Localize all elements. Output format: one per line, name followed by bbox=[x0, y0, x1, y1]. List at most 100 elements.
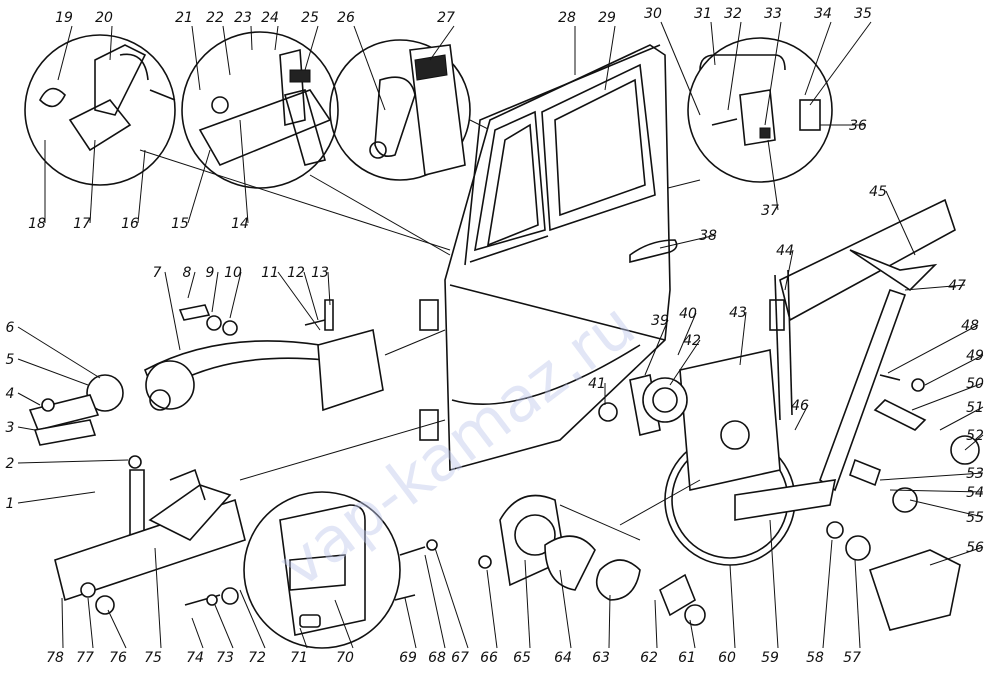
callout-number-22: 22 bbox=[206, 10, 224, 26]
callout-number-1: 1 bbox=[6, 496, 15, 512]
callout-number-18: 18 bbox=[28, 216, 46, 232]
callout-leader-15 bbox=[187, 149, 211, 224]
callout-number-71: 71 bbox=[290, 650, 308, 666]
lower-hinge bbox=[54, 455, 246, 615]
callout-leader-57 bbox=[854, 559, 861, 649]
callout-leader-78 bbox=[61, 597, 64, 649]
callout-leader-68 bbox=[424, 554, 446, 649]
callout-leader-25 bbox=[304, 25, 319, 71]
callout-number-15: 15 bbox=[171, 216, 189, 232]
callout-number-68: 68 bbox=[428, 650, 446, 666]
callout-number-74: 74 bbox=[186, 650, 204, 666]
right-bolts bbox=[826, 374, 980, 631]
callout-leader-74 bbox=[191, 617, 204, 649]
callout-leader-11 bbox=[277, 271, 321, 331]
callout-leader-54 bbox=[889, 489, 984, 493]
callout-leader-27 bbox=[429, 25, 455, 61]
callout-number-35: 35 bbox=[854, 6, 872, 22]
callout-number-26: 26 bbox=[337, 10, 355, 26]
callout-number-8: 8 bbox=[183, 265, 192, 281]
detail-circle-lock-left bbox=[24, 34, 176, 186]
callout-number-4: 4 bbox=[6, 386, 15, 402]
callout-number-63: 63 bbox=[592, 650, 610, 666]
callout-leader-38 bbox=[659, 234, 717, 249]
door-panel bbox=[419, 44, 678, 472]
callout-number-62: 62 bbox=[640, 650, 658, 666]
callout-number-30: 30 bbox=[644, 6, 662, 22]
callout-leader-6 bbox=[17, 326, 101, 379]
callout-leader-72 bbox=[239, 589, 266, 649]
callout-number-39: 39 bbox=[651, 313, 669, 329]
callout-number-51: 51 bbox=[966, 400, 984, 416]
window-regulator bbox=[664, 198, 956, 566]
callout-leader-40 bbox=[677, 312, 697, 356]
callout-number-76: 76 bbox=[109, 650, 127, 666]
callout-number-56: 56 bbox=[966, 540, 984, 556]
callout-leader-7 bbox=[164, 271, 181, 351]
callout-number-16: 16 bbox=[121, 216, 139, 232]
callout-leader-52 bbox=[964, 434, 984, 451]
callout-number-73: 73 bbox=[216, 650, 234, 666]
callout-number-78: 78 bbox=[46, 650, 64, 666]
callout-number-6: 6 bbox=[6, 320, 15, 336]
callout-leader-53 bbox=[879, 472, 984, 481]
callout-number-24: 24 bbox=[261, 10, 279, 26]
callout-leader-29 bbox=[604, 25, 616, 91]
callout-leader-47 bbox=[904, 284, 966, 291]
callout-number-43: 43 bbox=[729, 305, 747, 321]
callout-leader-5 bbox=[17, 358, 89, 386]
regulator-small-parts bbox=[478, 374, 706, 626]
callout-leader-42 bbox=[669, 339, 701, 386]
callout-number-64: 64 bbox=[554, 650, 572, 666]
callout-number-12: 12 bbox=[287, 265, 305, 281]
callout-number-61: 61 bbox=[678, 650, 696, 666]
callout-number-23: 23 bbox=[234, 10, 252, 26]
callout-number-41: 41 bbox=[588, 376, 606, 392]
callout-leader-77 bbox=[87, 597, 94, 649]
callout-number-19: 19 bbox=[55, 10, 73, 26]
callout-number-60: 60 bbox=[718, 650, 736, 666]
callout-number-65: 65 bbox=[513, 650, 531, 666]
detail-circle-striker bbox=[687, 37, 833, 183]
detail-circle-interior-handle bbox=[243, 491, 401, 649]
callout-leader-48 bbox=[887, 324, 979, 374]
callout-leader-63 bbox=[608, 594, 611, 649]
callout-leader-32 bbox=[727, 21, 742, 111]
callout-number-27: 27 bbox=[437, 10, 455, 26]
callout-leader-60 bbox=[729, 564, 736, 649]
callout-number-55: 55 bbox=[966, 510, 984, 526]
callout-leader-4 bbox=[17, 392, 41, 406]
callout-leader-65 bbox=[524, 559, 531, 649]
callout-number-45: 45 bbox=[869, 184, 887, 200]
callout-number-9: 9 bbox=[206, 265, 215, 281]
callout-number-14: 14 bbox=[231, 216, 249, 232]
callout-leader-62 bbox=[654, 599, 658, 649]
callout-leader-67 bbox=[434, 547, 469, 649]
callout-number-13: 13 bbox=[311, 265, 329, 281]
callout-number-40: 40 bbox=[679, 306, 697, 322]
callout-leader-16 bbox=[137, 149, 146, 224]
callout-number-21: 21 bbox=[175, 10, 193, 26]
callout-leader-66 bbox=[486, 569, 498, 649]
callout-leader-26 bbox=[353, 25, 386, 111]
callout-leader-35 bbox=[809, 21, 872, 106]
callout-leader-76 bbox=[107, 609, 127, 649]
callout-number-57: 57 bbox=[843, 650, 861, 666]
callout-number-34: 34 bbox=[814, 6, 832, 22]
callout-number-75: 75 bbox=[144, 650, 162, 666]
callout-number-66: 66 bbox=[480, 650, 498, 666]
callout-number-7: 7 bbox=[153, 265, 162, 281]
callout-leader-44 bbox=[784, 249, 794, 291]
door-check-arm bbox=[28, 299, 384, 446]
callout-number-47: 47 bbox=[948, 278, 966, 294]
callout-number-2: 2 bbox=[6, 456, 15, 472]
callout-leader-51 bbox=[939, 406, 984, 431]
callout-number-53: 53 bbox=[966, 466, 984, 482]
callout-leader-9 bbox=[211, 271, 219, 313]
callout-leader-43 bbox=[739, 311, 747, 366]
callout-number-69: 69 bbox=[399, 650, 417, 666]
callout-leader-13 bbox=[327, 271, 331, 306]
callout-number-46: 46 bbox=[791, 398, 809, 414]
